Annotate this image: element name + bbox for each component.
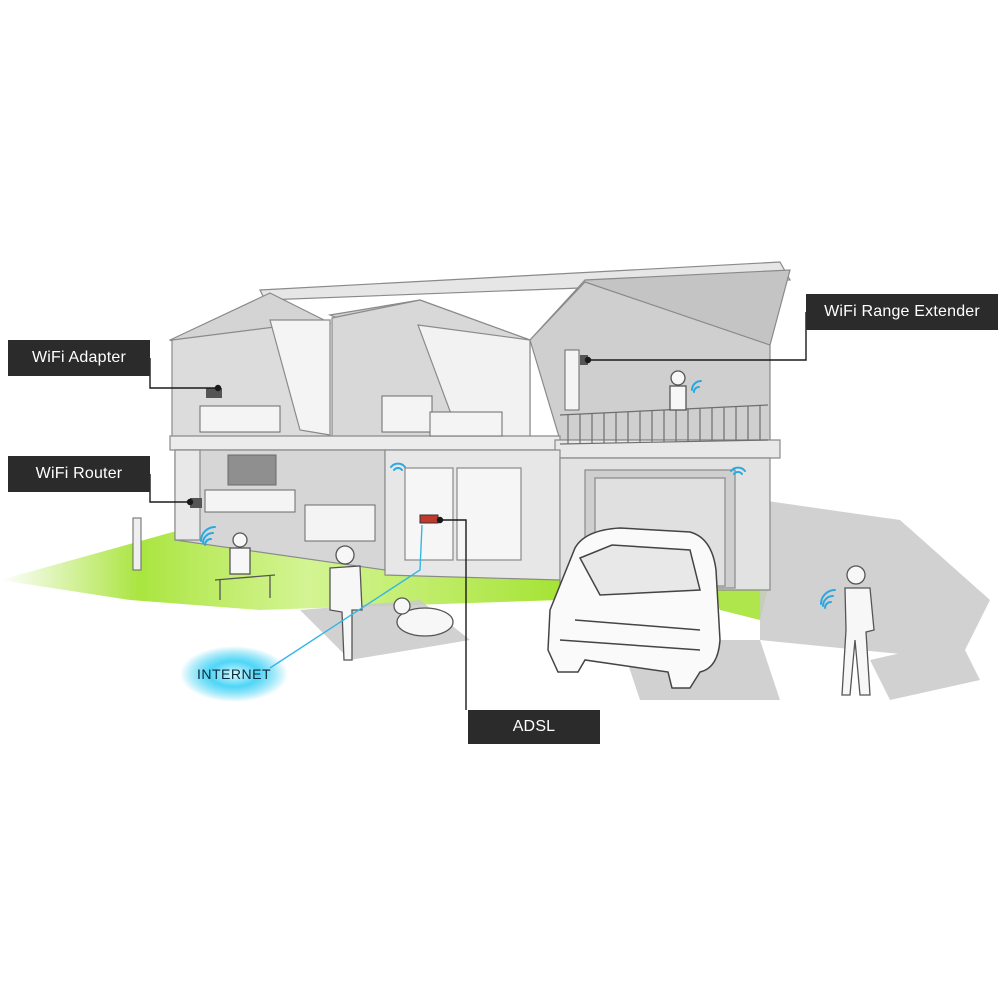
wifi-range-extender-label: WiFi Range Extender: [806, 294, 998, 330]
internet-connection-line: [269, 524, 423, 669]
lamp-post: [132, 517, 142, 571]
router-device: [419, 514, 439, 524]
wifi-signals: [200, 380, 836, 609]
desk: [199, 405, 281, 433]
wifi-signal-icon: [691, 380, 702, 393]
door: [564, 349, 580, 411]
extender-device: [580, 355, 588, 365]
wifi-router-device: [190, 498, 202, 508]
tv: [227, 454, 277, 486]
adsl-label: ADSL: [468, 710, 600, 744]
wifi-router-label: WiFi Router: [8, 456, 150, 492]
internet-label: INTERNET: [197, 666, 271, 682]
wifi-signal-icon: [200, 526, 216, 546]
wifi-adapter-label: WiFi Adapter: [8, 340, 150, 376]
furniture: [199, 349, 580, 542]
person-with-phone: [841, 565, 875, 696]
wifi-signal-icon: [730, 466, 746, 475]
person-walking: [329, 545, 363, 661]
leader-wifi-router: [149, 474, 190, 503]
wifi-signal-icon: [390, 462, 406, 471]
sofa: [304, 504, 376, 542]
leader-wifi-adapter: [149, 358, 218, 389]
wifi-signal-icon: [820, 589, 836, 609]
dog: [393, 597, 454, 637]
adapter-device: [206, 388, 222, 398]
bed: [429, 411, 503, 437]
tv-cabinet: [204, 489, 296, 513]
people: [214, 370, 875, 696]
internet-cloud: [180, 646, 288, 702]
leader-adsl: [440, 519, 467, 710]
car: [547, 527, 721, 689]
crib: [381, 395, 433, 433]
person-on-balcony: [669, 370, 687, 411]
person-on-bench: [214, 532, 276, 600]
balcony-railing: [559, 404, 769, 445]
